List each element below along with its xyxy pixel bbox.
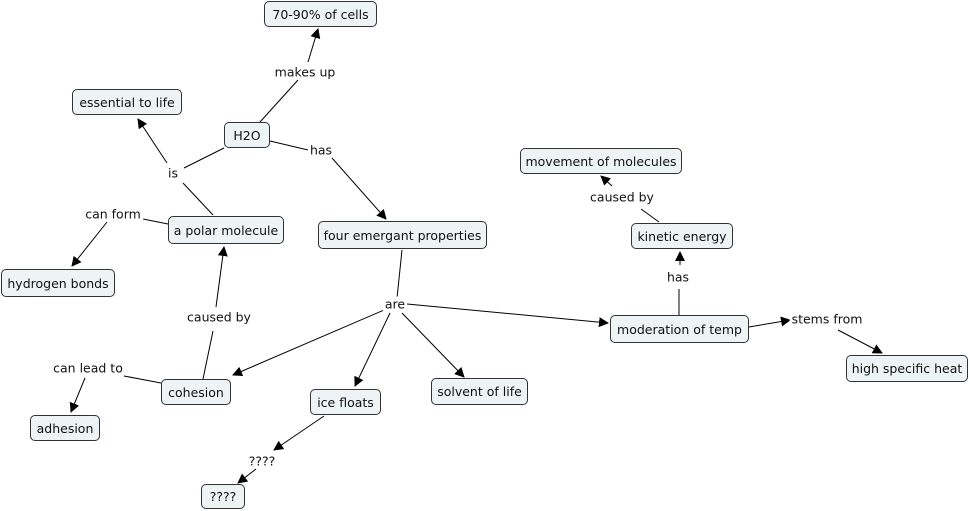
arrow-unknown-unknown: [237, 468, 257, 484]
arrow-are-cohesion: [232, 309, 385, 377]
link-can-lead-to: can lead to: [51, 360, 125, 376]
node-movement[interactable]: movement of molecules: [520, 148, 682, 174]
line-h2o-is: [183, 147, 225, 169]
node-hbonds[interactable]: hydrogen bonds: [1, 269, 115, 297]
arrow-makesup-cells: [307, 28, 321, 63]
link-are: are: [382, 296, 408, 312]
node-solvent[interactable]: solvent of life: [431, 378, 528, 405]
link-has-kinetic: has: [664, 269, 692, 285]
arrow-moderation-stemsfrom: [748, 316, 791, 328]
arrow-are-moderation: [406, 303, 609, 328]
arrow-ice-unknown: [273, 415, 325, 451]
node-cells[interactable]: 70-90% of cells: [264, 1, 377, 27]
arrow-are-ice: [354, 312, 391, 387]
arrow-has-four: [331, 157, 387, 220]
link-is: is: [166, 165, 180, 181]
link-can-form: can form: [83, 206, 143, 222]
line-cohesion-canleadto: [123, 375, 162, 384]
link-caused-by-cohesion: caused by: [185, 309, 253, 325]
line-kinetic-causedby: [640, 208, 660, 223]
arrow-stemsfrom-heat: [837, 329, 883, 354]
arrow-causedby-polar: [215, 246, 228, 308]
line-four-are: [396, 249, 403, 299]
arrow-canform-hbonds: [71, 221, 108, 267]
node-essential[interactable]: essential to life: [72, 89, 182, 115]
node-specific-heat[interactable]: high specific heat: [846, 355, 968, 382]
node-ice[interactable]: ice floats: [310, 389, 381, 415]
link-has-properties: has: [307, 142, 335, 158]
arrow-canleadto-adhesion: [69, 377, 86, 413]
arrow-causedby-movement: [600, 175, 613, 187]
node-four[interactable]: four emergant properties: [318, 221, 487, 249]
node-polar[interactable]: a polar molecule: [168, 216, 284, 244]
node-adhesion[interactable]: adhesion: [30, 415, 100, 441]
link-caused-by-kinetic: caused by: [588, 189, 656, 205]
line-cohesion-causedby: [202, 330, 214, 380]
line-polar-canform: [142, 218, 169, 225]
link-makes-up: makes up: [272, 64, 338, 80]
node-unknown[interactable]: ????: [201, 484, 245, 509]
arrow-is-essential: [137, 118, 168, 164]
node-moderation[interactable]: moderation of temp: [610, 315, 749, 343]
node-cohesion[interactable]: cohesion: [161, 379, 231, 405]
line-h2o-makesup: [259, 79, 299, 123]
link-unknown: ????: [246, 453, 278, 469]
node-h2o[interactable]: H2O: [224, 122, 270, 148]
node-kinetic[interactable]: kinetic energy: [631, 223, 733, 249]
line-h2o-has: [269, 140, 309, 151]
line-polar-is: [182, 182, 214, 216]
link-stems-from: stems from: [789, 311, 865, 327]
arrow-are-solvent: [401, 312, 465, 378]
